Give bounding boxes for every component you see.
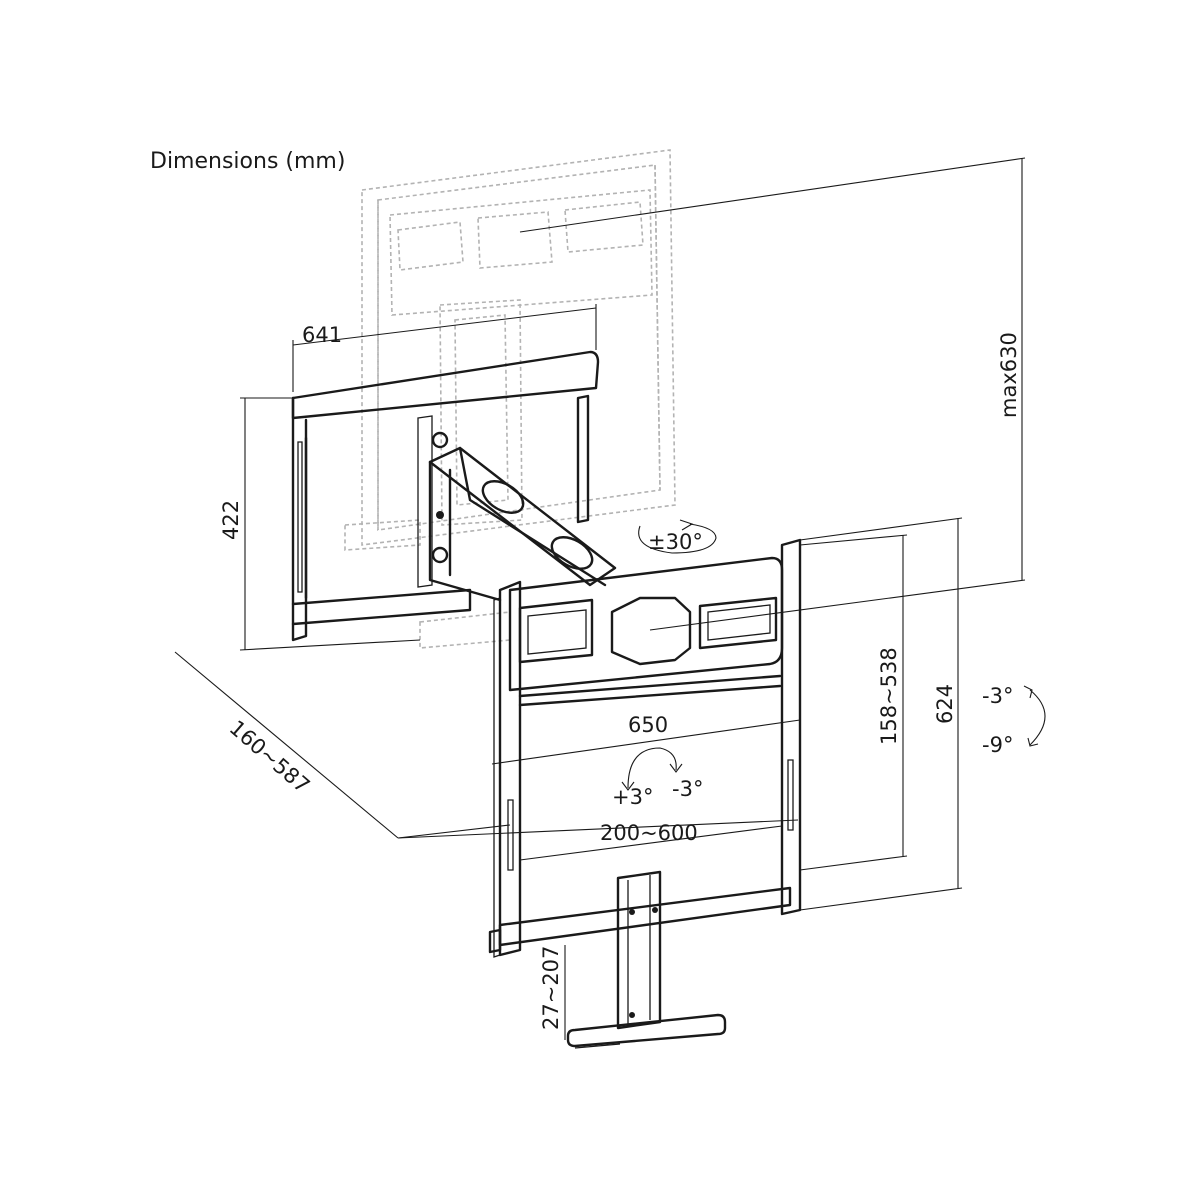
wall-plate (291, 350, 600, 642)
ghost-raised-mount (344, 149, 676, 649)
articulating-arm (428, 431, 617, 602)
label-vesa-vertical: 158~538 (877, 647, 901, 745)
label-tilt-left: +3° (612, 785, 653, 809)
label-swivel: ±30° (648, 530, 703, 554)
rotation-arrows (621, 519, 1046, 791)
label-frame-height: 624 (933, 684, 957, 724)
tv-frame (488, 538, 802, 958)
label-tilt-right: -3° (672, 777, 703, 801)
label-height-max: max630 (997, 332, 1021, 418)
dimension-lines (174, 157, 1026, 1040)
label-vesa-horizontal: 200~600 (600, 821, 698, 845)
label-width-main: 650 (628, 713, 668, 737)
label-drop-range: 27~207 (539, 946, 563, 1030)
label-tilt-up: -3° (982, 684, 1013, 708)
label-height-top-plate: 422 (219, 500, 243, 540)
label-tilt-down: -9° (982, 733, 1013, 757)
drop-bracket (566, 870, 727, 1049)
diagram-title: Dimensions (mm) (150, 149, 345, 174)
label-width-top-plate: 641 (302, 323, 342, 347)
